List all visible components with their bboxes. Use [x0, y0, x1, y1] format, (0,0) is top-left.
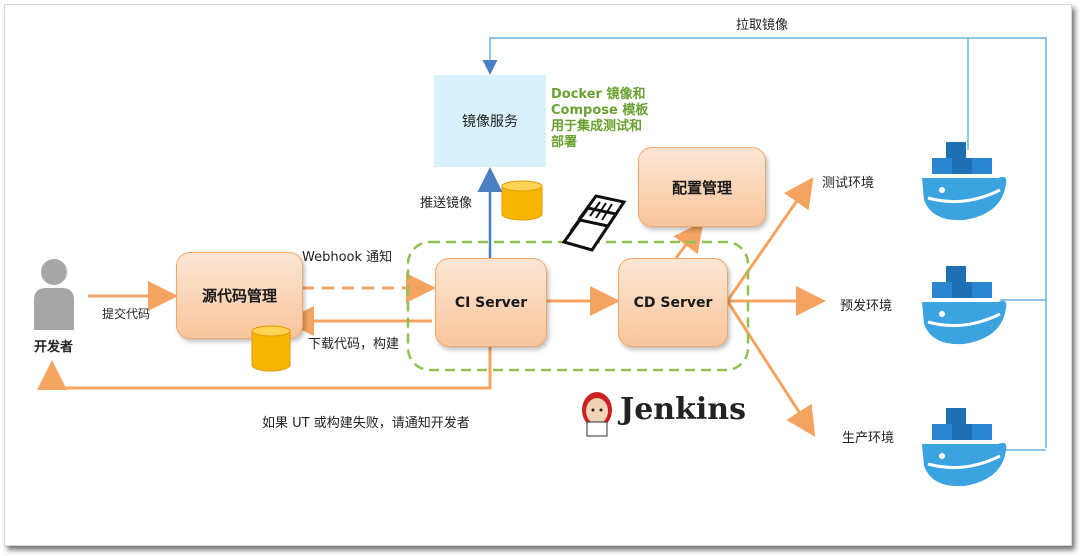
source-mgmt-box: 源代码管理 — [176, 252, 303, 339]
source-database-icon — [251, 325, 291, 372]
submit-code-label: 提交代码 — [102, 307, 151, 321]
docker-note-line-3: 用于集成测试和 — [551, 119, 643, 134]
test-env-label: 测试环境 — [822, 176, 875, 191]
cd-server-label: CD Server — [633, 294, 713, 311]
developer-label: 开发者 — [34, 340, 74, 355]
prod-env-label: 生产环境 — [842, 431, 895, 446]
docker-whale-icon — [922, 266, 1007, 345]
docker-whale-icon — [922, 142, 1007, 221]
cd-to-prod-arrow — [726, 301, 816, 438]
docker-note-line-1: Docker 镜像和 — [551, 87, 646, 102]
push-image-label: 推送镜像 — [420, 196, 473, 211]
ci-server-label: CI Server — [454, 294, 528, 311]
mirror-service-label: 镜像服务 — [462, 114, 518, 130]
jenkins-wordmark: Jenkins — [620, 392, 746, 427]
person-icon — [34, 259, 74, 330]
download-build-label: 下载代码，构建 — [308, 337, 400, 352]
pre-env-label: 预发环境 — [840, 299, 893, 314]
config-mgmt-label: 配置管理 — [671, 178, 732, 197]
pull-image-line — [482, 37, 1047, 451]
webhook-label: Webhook 通知 — [302, 250, 393, 265]
docker-whale-icon — [922, 408, 1007, 487]
ut-fail-label: 如果 UT 或构建失败，请通知开发者 — [262, 416, 470, 431]
pull-image-label: 拉取镜像 — [736, 18, 789, 33]
docker-note-line-2: Compose 模板 — [551, 103, 649, 118]
docker-note-line-4: 部署 — [551, 135, 578, 150]
ci-server-box: CI Server — [435, 258, 547, 347]
database-icon — [501, 180, 543, 221]
cd-to-test-arrow — [726, 177, 814, 301]
docker-note: Docker 镜像和 Compose 模板 用于集成测试和 部署 — [551, 87, 648, 151]
source-mgmt-label: 源代码管理 — [201, 287, 277, 305]
mirror-service-box: 镜像服务 — [434, 75, 546, 167]
fail-notify-arrow — [37, 345, 492, 390]
config-mgmt-box: 配置管理 — [638, 147, 766, 227]
jenkins-logo — [582, 392, 612, 437]
cd-server-box: CD Server — [618, 258, 728, 347]
documents-icon — [561, 194, 627, 252]
